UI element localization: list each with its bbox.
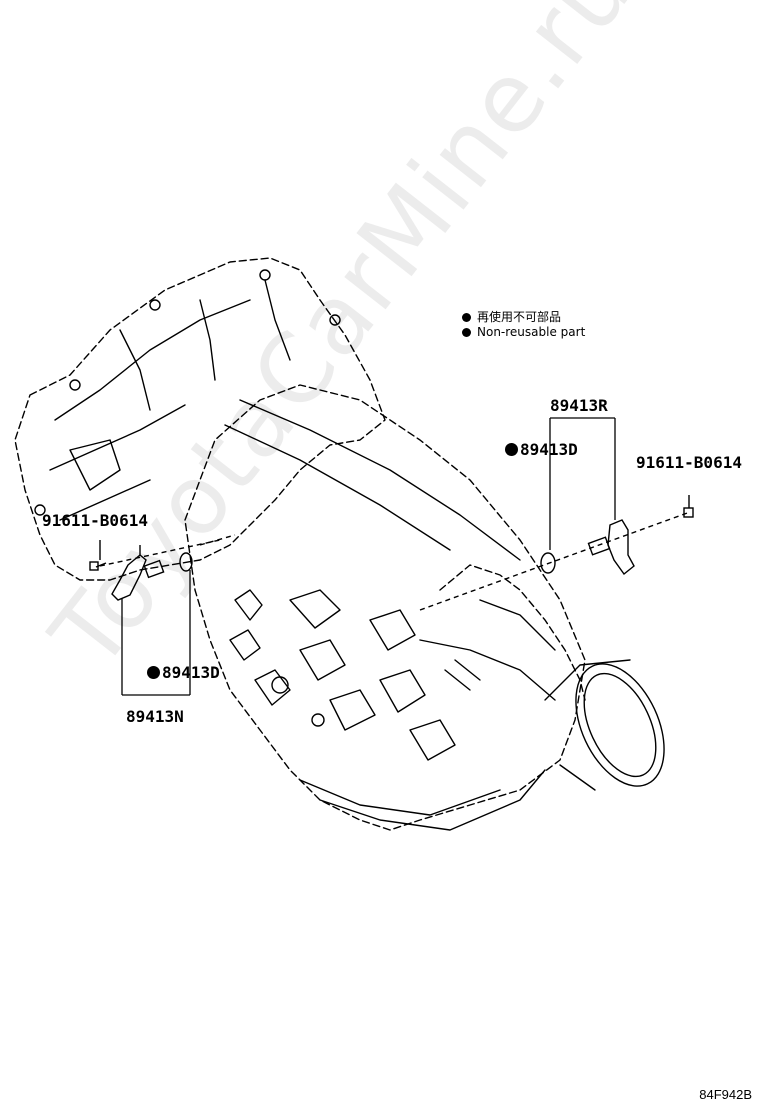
legend-english-text: Non-reusable part [477,325,586,339]
non-reusable-marker-icon [505,443,518,456]
part-label-89413D-right[interactable]: 89413D [505,440,578,459]
non-reusable-marker-icon [147,666,160,679]
legend-english: Non-reusable part [462,325,585,339]
output-flange [575,663,665,787]
part-number-text: 89413D [520,440,578,459]
illustration-code: 84F942B [699,1087,752,1102]
part-label-91611-B0614-right[interactable]: 91611-B0614 [636,453,742,472]
right-sensor-assembly [419,495,694,611]
left-sensor-assembly [89,534,236,601]
part-label-91611-B0614-left[interactable]: 91611-B0614 [42,511,148,530]
non-reusable-bullet-icon [462,328,471,337]
leader-89413N [121,570,191,696]
part-label-89413R[interactable]: 89413R [550,396,608,415]
part-label-89413D-left[interactable]: 89413D [147,663,220,682]
leader-89413R [549,417,616,550]
legend-japanese: 再使用不可部品 [462,308,561,325]
bell-housing-outline [14,257,386,581]
legend-japanese-text: 再使用不可部品 [477,310,562,324]
extension-housing [439,564,586,701]
non-reusable-bullet-icon [462,313,471,322]
part-label-89413N[interactable]: 89413N [126,707,184,726]
part-number-text: 89413D [162,663,220,682]
